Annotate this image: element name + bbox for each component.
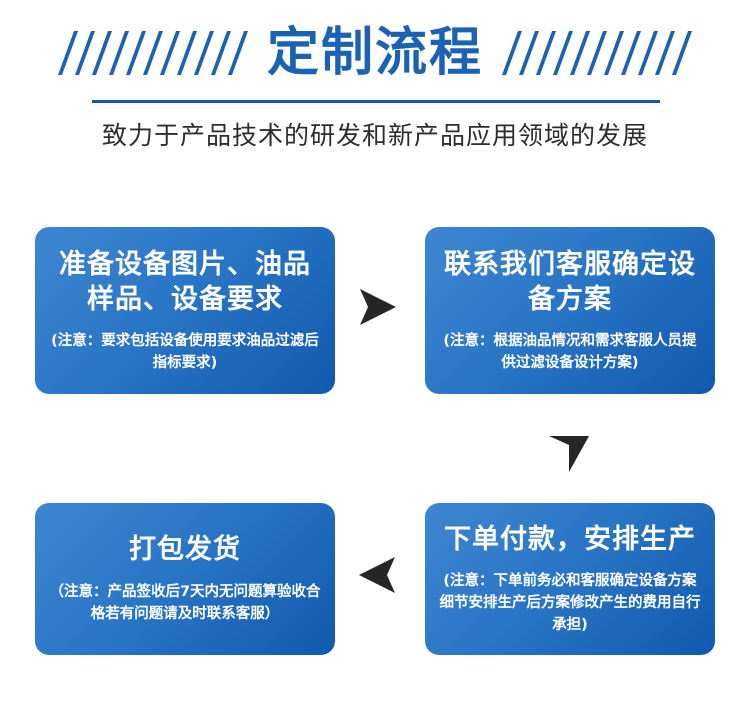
flow-step-4-note: （注意：产品签收后7天内无问题算验收合格若有问题请及时联系客服） xyxy=(49,584,321,622)
title-row: 定制流程 xyxy=(0,18,750,88)
flow-step-1-heading: 准备设备图片、油品样品、设备要求 xyxy=(59,248,311,316)
flow-step-1-note: (注意：要求包括设备使用要求油品过滤后指标要求) xyxy=(51,332,319,371)
flow-step-1-card[interactable]: 准备设备图片、油品样品、设备要求 (注意：要求包括设备使用要求油品过滤后指标要求… xyxy=(35,227,335,394)
decorative-slashes-left xyxy=(57,29,253,77)
page-title: 定制流程 xyxy=(266,23,483,83)
arrow-right-icon xyxy=(352,283,400,331)
flow-step-2-card[interactable]: 联系我们客服确定设备方案 (注意：根据油品情况和需求客服人员提供过滤设备设计方案… xyxy=(425,227,715,394)
flow-step-3-note: (注意：下单前务必和客服确定设备方案细节安排生产后方案修改产生的费用自行承担) xyxy=(439,573,701,633)
decorative-slashes-right xyxy=(497,29,693,77)
flow-step-2-heading: 联系我们客服确定设备方案 xyxy=(444,248,696,316)
flow-step-3-card[interactable]: 下单付款，安排生产 (注意：下单前务必和客服确定设备方案细节安排生产后方案修改产… xyxy=(425,503,715,655)
flow-step-4-card[interactable]: 打包发货 （注意：产品签收后7天内无问题算验收合格若有问题请及时联系客服） xyxy=(35,503,335,655)
page-subtitle: 致力于产品技术的研发和新产品应用领域的发展 xyxy=(101,121,648,150)
page-header: 定制流程 致力于产品技术的研发和新产品应用领域的发展 xyxy=(0,0,750,170)
flow-step-2-note: (注意：根据油品情况和需求客服人员提供过滤设备设计方案) xyxy=(443,332,697,371)
header-divider xyxy=(92,100,660,103)
flow-step-4-heading: 打包发货 xyxy=(129,534,241,566)
arrow-down-icon xyxy=(545,431,593,475)
arrow-left-icon xyxy=(355,551,403,599)
flow-step-3-heading: 下单付款，安排生产 xyxy=(444,523,696,555)
